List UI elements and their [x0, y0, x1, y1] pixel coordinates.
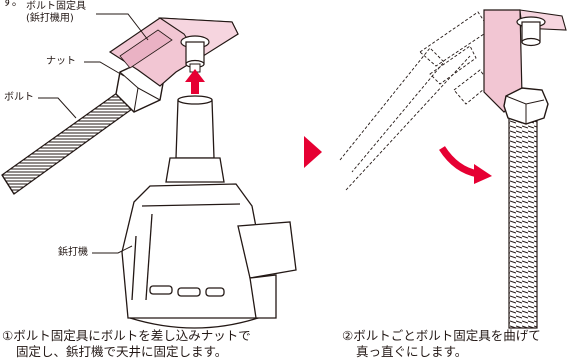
nail-gun [121, 95, 297, 329]
step-2-caption: ②ボルトごとボルト固定具を曲げて 真っ直ぐにします。 [342, 328, 541, 360]
step-1-caption: ①ボルト固定具にボルトを差し込みナットで 固定し、鋲打機で天井に固定します。 [2, 328, 251, 360]
bolt-fixture-label-line1: ボルト固定具 [26, 1, 86, 12]
bolt-right [508, 111, 538, 329]
up-arrow-icon [185, 69, 205, 94]
ghost-outline [339, 11, 491, 191]
step-2-line1: ②ボルトごとボルト固定具を曲げて [342, 328, 541, 343]
stud-right [516, 16, 546, 47]
step-2-line2: 真っ直ぐにします。 [356, 344, 468, 359]
nail-gun-label: 鋲打機 [58, 247, 88, 258]
bolt-label: ボルト [4, 92, 34, 103]
step-1-line2: 固定し、鋲打機で天井に固定します。 [16, 344, 228, 359]
next-step-triangle-icon [304, 136, 322, 168]
bend-arrow-icon [439, 146, 492, 184]
leader-lines-left [38, 13, 149, 254]
bolt-fixture-label-line2: (鋲打機用) [26, 13, 74, 24]
nut-right [503, 87, 549, 125]
step-1-line1: ①ボルト固定具にボルトを差し込みナットで [2, 328, 251, 343]
header-fragment: す。 [2, 0, 23, 8]
nut-label: ナット [46, 56, 76, 67]
bolt-fixture-label: ボルト固定具 (鋲打機用) [26, 1, 86, 25]
